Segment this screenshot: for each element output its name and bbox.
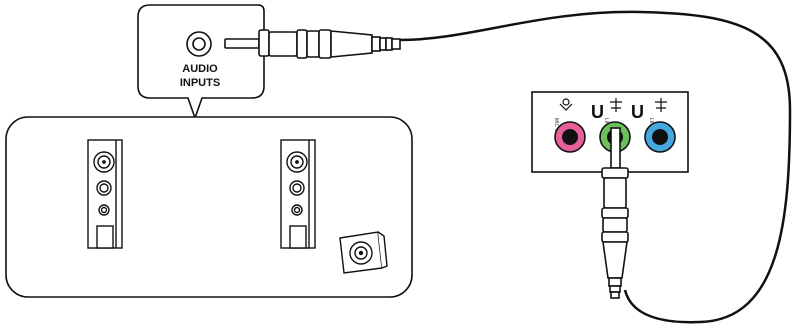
audio-input-jack-icon <box>186 31 212 57</box>
callout-box <box>137 4 265 121</box>
subwoofer-icon <box>339 231 388 274</box>
line-in-divider: U <box>631 102 644 122</box>
mic-in-jack <box>554 121 586 153</box>
audio-cable <box>399 10 792 324</box>
rca-plug-vertical-icon <box>601 127 629 299</box>
microphone-icon <box>559 98 573 111</box>
callout-label-line2: INPUTS <box>180 77 220 89</box>
line-in-jack <box>644 121 676 153</box>
speaker-left-icon <box>87 139 123 249</box>
line-out-divider: U <box>591 102 604 122</box>
line-in-icon <box>655 98 667 112</box>
speaker-right-icon <box>280 139 316 249</box>
callout-label-line1: AUDIO <box>182 63 218 75</box>
line-out-icon <box>610 98 622 112</box>
rca-plug-icon <box>224 29 401 59</box>
mic-in-label: MIC IN <box>553 118 559 134</box>
